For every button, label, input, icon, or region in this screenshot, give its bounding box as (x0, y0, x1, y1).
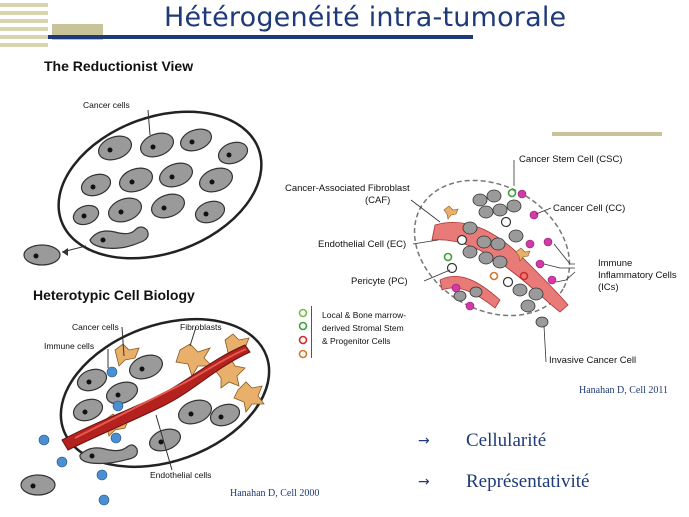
caf-label-line1: Cancer-Associated Fibroblast (285, 183, 410, 194)
cancer-cells-label: Cancer cells (83, 100, 130, 110)
het-cancer-cells-label: Cancer cells (72, 322, 119, 332)
immune-cells-label: Immune cells (44, 341, 95, 351)
fibroblasts-label: Fibroblasts (180, 322, 222, 332)
corner-stripes (0, 3, 103, 47)
tumor-outline (57, 110, 263, 260)
stromal-line1: Local & Bone marrow- (322, 310, 407, 320)
bullet-arrow-2: → (418, 474, 430, 490)
citation-2000: Hanahan D, Cell 2000 (230, 488, 320, 499)
immune-cells (38, 366, 124, 506)
immune-inflammatory (451, 189, 557, 311)
slide-title: Hétérogenéité intra-tumorale (164, 2, 567, 33)
caf-label-line2: (CAF) (365, 195, 391, 206)
pc-label: Pericyte (PC) (351, 276, 408, 287)
cc-label: Cancer Cell (CC) (553, 203, 626, 214)
het-cancer-cells (20, 354, 241, 496)
invasive-label: Invasive Cancer Cell (549, 355, 637, 366)
csc-label: Cancer Stem Cell (CSC) (519, 154, 623, 165)
progenitor-rings (443, 188, 529, 281)
bullet-cellularite: Cellularité (466, 430, 547, 451)
cancer-cells (23, 128, 249, 266)
bullet-representativite: Représentativité (466, 471, 590, 492)
olive-accent-bar (552, 132, 662, 136)
csc-cells (446, 216, 514, 288)
ic-label-line2: Inflammatory Cells (598, 270, 677, 281)
ec-label: Endothelial Cell (EC) (318, 239, 407, 250)
bullet-arrow-1: → (418, 433, 430, 449)
ic-label-line1: Immune (598, 258, 633, 269)
heterotypic-heading: Heterotypic Cell Biology (33, 287, 195, 303)
reductionist-diagram (23, 109, 263, 266)
hallmark-diagram (298, 160, 576, 363)
title-underline (48, 35, 473, 39)
endothelial-cells-label: Endothelial cells (150, 470, 212, 480)
heterotypic-diagram (20, 317, 271, 506)
stromal-line2: derived Stromal Stem (322, 323, 404, 333)
reductionist-heading: The Reductionist View (44, 58, 194, 74)
stromal-line3: & Progenitor Cells (322, 336, 391, 346)
citation-2011: Hanahan D, Cell 2011 (579, 385, 669, 396)
cc-cells (453, 189, 549, 328)
ic-label-line3: (ICs) (598, 282, 619, 293)
stromal-legend (298, 306, 312, 359)
